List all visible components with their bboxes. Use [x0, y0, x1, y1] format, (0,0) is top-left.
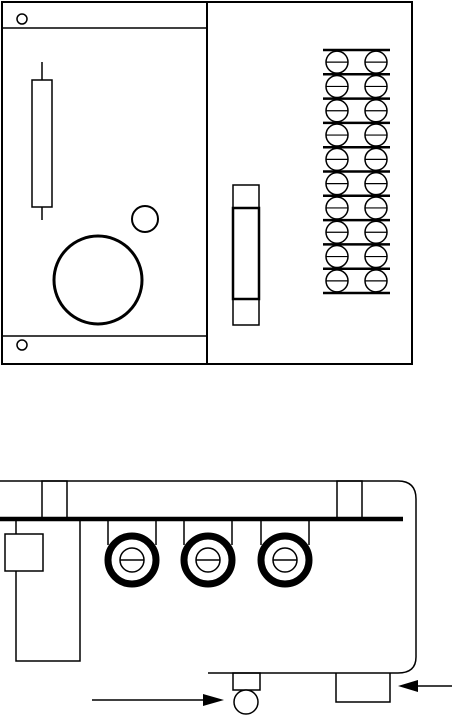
bottom-knob	[233, 673, 260, 714]
large-circular-component	[54, 236, 142, 324]
bracket-component	[5, 534, 43, 571]
left-arrow	[92, 694, 224, 706]
bottom-mounting-hole	[17, 340, 27, 350]
left-arrow-head	[203, 694, 224, 706]
knob-stem	[233, 673, 260, 690]
side-view	[0, 481, 452, 714]
fuse-cartridge	[233, 208, 259, 299]
right-standoff	[337, 481, 362, 518]
ring-terminals	[108, 519, 309, 584]
bracket	[5, 519, 80, 661]
knob-cap	[234, 690, 258, 714]
top-view	[2, 2, 412, 364]
small-circular-component	[132, 206, 158, 232]
terminal-block	[323, 50, 390, 293]
left-standoff	[42, 481, 67, 518]
fuse-holder	[233, 185, 259, 325]
right-arrow-head	[398, 680, 418, 692]
fuse-holder-body	[233, 185, 259, 325]
resistor	[32, 62, 52, 220]
resistor-body	[32, 80, 52, 207]
right-arrow	[398, 680, 452, 692]
cable-entry	[336, 673, 390, 702]
top-mounting-hole	[17, 14, 27, 24]
